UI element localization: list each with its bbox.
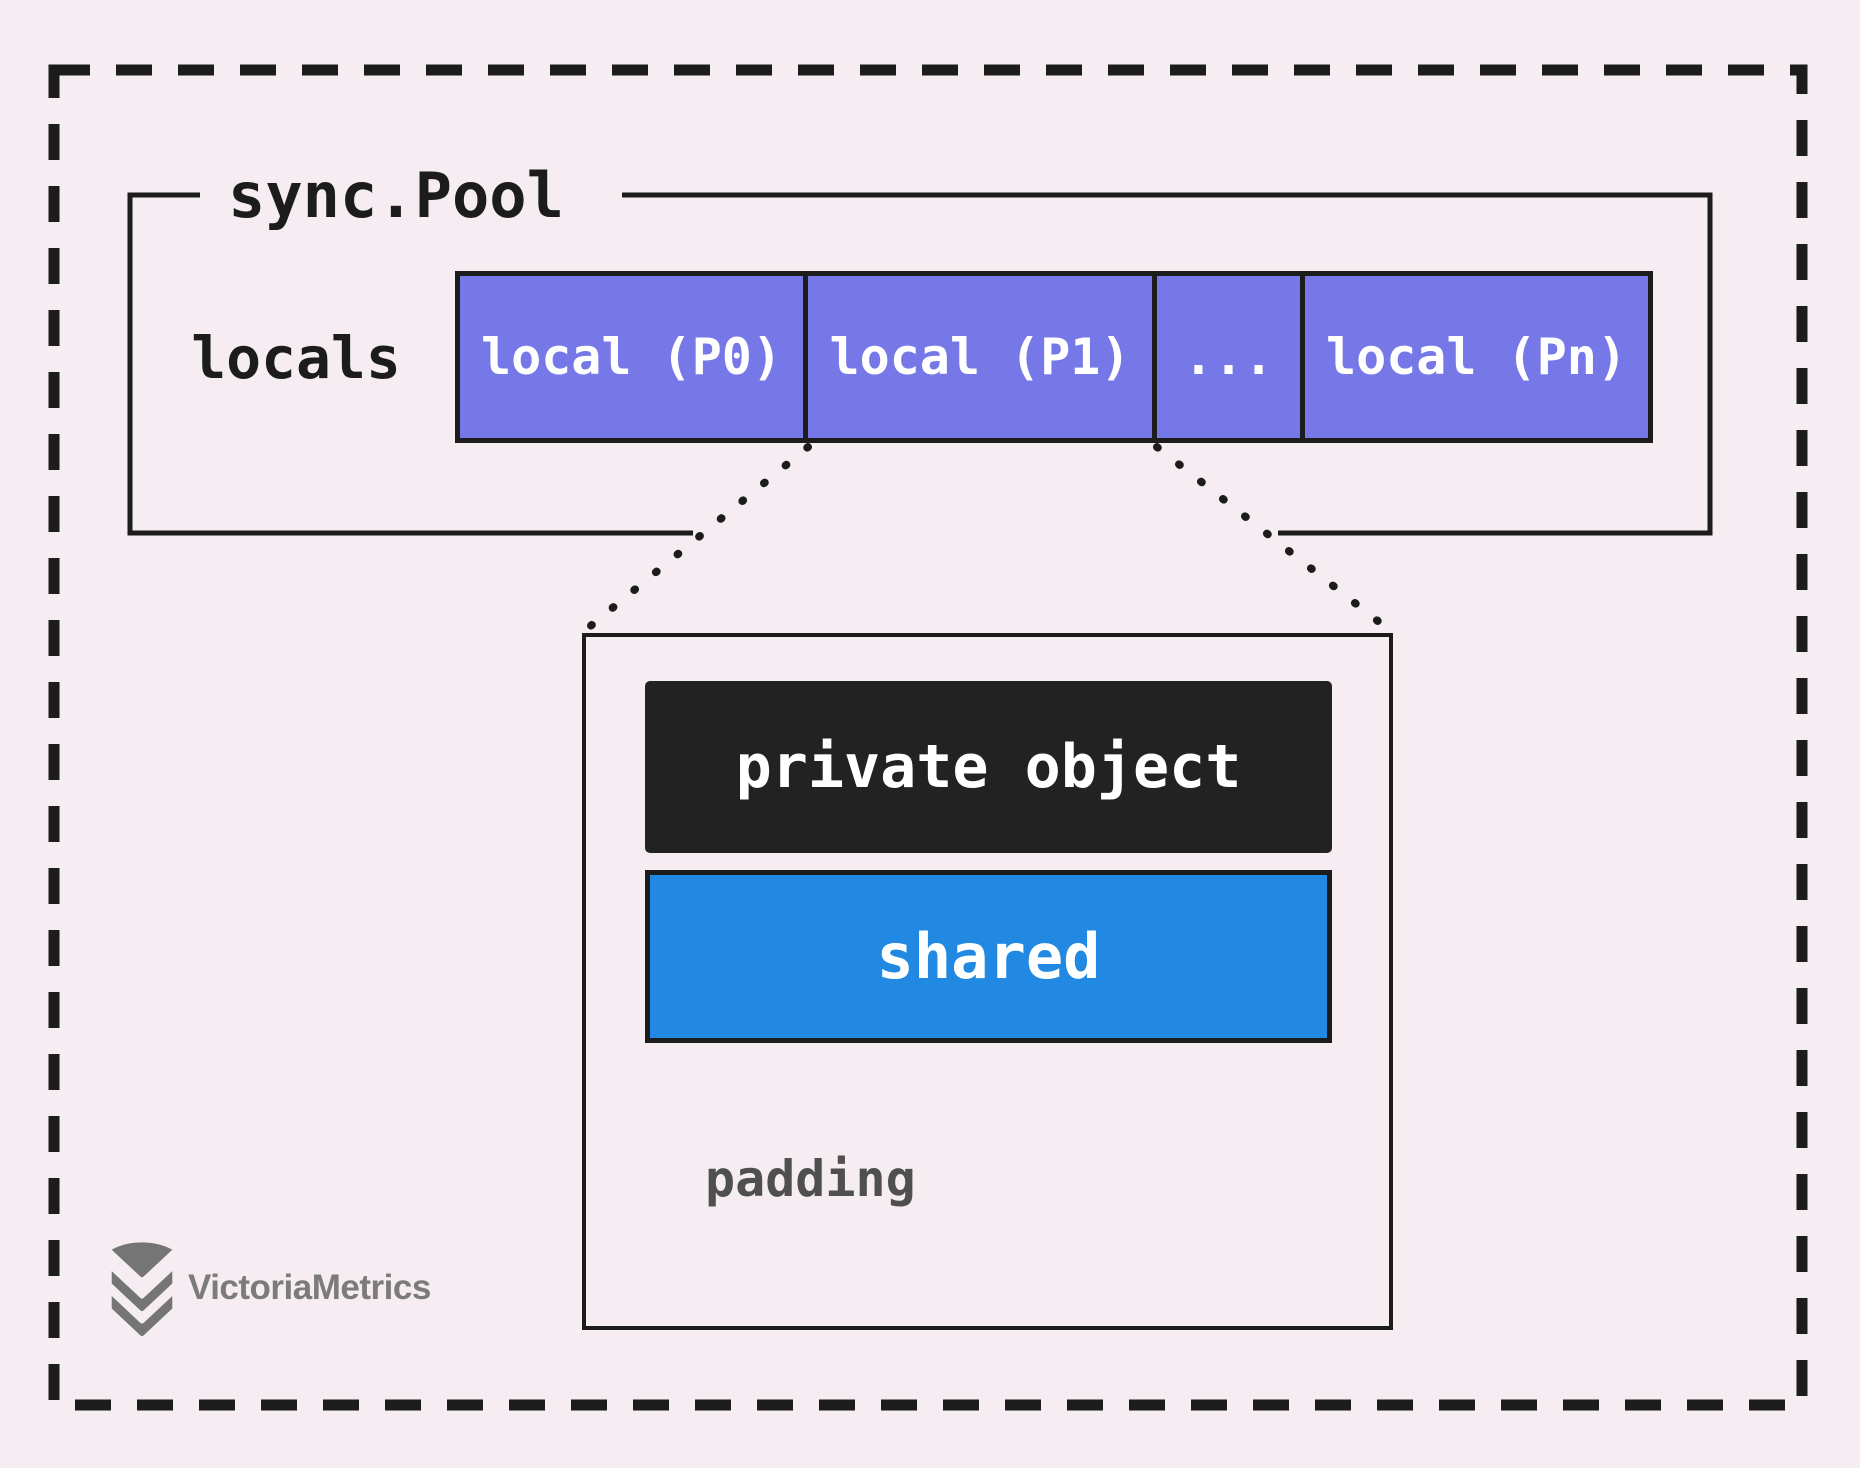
zoom-funnel-line-right <box>1153 443 1397 637</box>
pool-title: sync.Pool <box>228 158 564 232</box>
locals-row: local (P0) local (P1) ... local (Pn) <box>455 271 1653 443</box>
pool-box-border-left <box>127 192 693 536</box>
local-cell-pn: local (Pn) <box>1300 271 1653 443</box>
pool-box-border-right <box>622 192 1713 536</box>
local-cell-p1: local (P1) <box>803 271 1157 443</box>
victoriametrics-logo-icon <box>111 1242 173 1337</box>
victoriametrics-logo-text: VictoriaMetrics <box>188 1268 431 1307</box>
locals-field-label: locals <box>191 324 401 392</box>
outer-dashed-border <box>48 64 1808 1411</box>
padding-label: padding <box>705 1150 916 1208</box>
local-cell-ellipsis: ... <box>1152 271 1305 443</box>
zoom-funnel-line-left <box>578 443 812 637</box>
local-cell-p0: local (P0) <box>455 271 808 443</box>
victoriametrics-logo: VictoriaMetrics <box>106 1238 431 1338</box>
shared-box: shared <box>645 870 1332 1043</box>
private-object-box: private object <box>645 681 1332 853</box>
